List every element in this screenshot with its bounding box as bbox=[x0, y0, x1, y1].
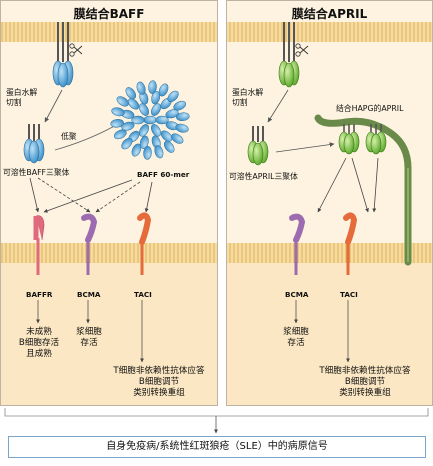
receptor-taci-label-left: TACI bbox=[134, 290, 152, 299]
baff-subunit bbox=[151, 103, 161, 116]
bcma-outcome-left: 浆细胞 存活 bbox=[76, 327, 102, 348]
bcma-outcome-right: 浆细胞 存活 bbox=[283, 327, 309, 348]
baff-subunit bbox=[136, 81, 146, 95]
bcma-receptor-right bbox=[289, 213, 306, 275]
baff-subunit bbox=[121, 121, 135, 131]
hspg-bound-april-label: 结合HAPG的APRIL bbox=[336, 104, 404, 113]
pathogenic-signal-box: 自身免疫病/系统性红斑狼疮（SLE）中的病原信号 bbox=[8, 436, 426, 458]
baff-subunit bbox=[139, 135, 149, 149]
receptor-taci-label-right: TACI bbox=[340, 290, 358, 299]
baff-subunit bbox=[148, 80, 157, 94]
april-cytoplasm bbox=[227, 263, 432, 405]
baff-cleavage-label: 蛋白水解 切割 bbox=[6, 88, 38, 107]
april-panel-title: 膜结合APRIL bbox=[291, 7, 368, 21]
baff-subunit bbox=[175, 123, 189, 133]
oligomerization-label: 低聚 bbox=[61, 132, 77, 141]
baff-top-membrane bbox=[1, 22, 217, 42]
april-cell-membrane bbox=[227, 243, 432, 263]
baff-subunit bbox=[165, 109, 179, 119]
soluble-baff-trimer-label: 可溶性BAFF三聚体 bbox=[3, 168, 70, 177]
soluble-april-trimer bbox=[247, 126, 269, 166]
scissors-icon bbox=[69, 43, 83, 57]
soluble-april-trimer-label: 可溶性APRIL三聚体 bbox=[229, 172, 298, 181]
baff-subunit bbox=[131, 115, 145, 125]
baff-subunit bbox=[151, 124, 161, 137]
baff-cytoplasm bbox=[1, 263, 217, 405]
taci-outcome-right: T细胞非依赖性抗体应答 B细胞调节 类别转换重组 bbox=[319, 366, 411, 398]
hspg-proteoglycan bbox=[314, 114, 412, 266]
baff-subunit bbox=[121, 137, 133, 150]
baff-subunit bbox=[163, 140, 175, 153]
hspg-bound-april-1 bbox=[338, 124, 360, 155]
receptor-bcma-label-left: BCMA bbox=[77, 290, 101, 299]
hspg-bound-april-2 bbox=[365, 124, 387, 155]
baff-subunit bbox=[154, 145, 164, 159]
baff-subunit bbox=[155, 115, 169, 125]
baff-subunit bbox=[176, 112, 190, 121]
soluble-baff-trimer bbox=[23, 124, 45, 164]
baff-subunit bbox=[131, 143, 142, 157]
april-cleavage-label: 蛋白水解 切割 bbox=[232, 88, 264, 107]
baff-subunit bbox=[143, 115, 157, 125]
taci-receptor-right bbox=[343, 212, 358, 275]
april-top-membrane bbox=[227, 22, 432, 42]
baffr-outcome: 未成熟 B细胞存活 且成熟 bbox=[18, 327, 60, 359]
baff-60mer-label: BAFF 60-mer bbox=[137, 170, 190, 179]
baff-subunit bbox=[158, 83, 169, 97]
baff-subunit bbox=[127, 98, 140, 110]
baff-subunit bbox=[160, 130, 173, 142]
baff-panel-title: 膜结合BAFF bbox=[73, 7, 145, 21]
baff-60mer-icon bbox=[110, 80, 190, 160]
baff-subunit bbox=[139, 124, 149, 137]
baff-subunit bbox=[151, 91, 161, 105]
taci-outcome-left: T细胞非依赖性抗体应答 B细胞调节 类别转换重组 bbox=[113, 366, 205, 398]
baffr-receptor bbox=[33, 215, 45, 275]
receptor-baffr-label: BAFFR bbox=[26, 290, 53, 299]
receptor-bcma-label-right: BCMA bbox=[285, 290, 309, 299]
taci-receptor-left bbox=[137, 212, 152, 275]
baff-subunit bbox=[113, 129, 127, 140]
baff-cell-membrane bbox=[1, 243, 217, 263]
baff-subunit bbox=[173, 100, 187, 111]
baff-subunit bbox=[111, 107, 125, 117]
baff-subunit bbox=[143, 146, 152, 160]
baff-subunit bbox=[167, 90, 179, 103]
scissors-icon bbox=[295, 43, 309, 57]
bcma-receptor-left bbox=[81, 213, 98, 275]
membrane-baff-trimer bbox=[52, 22, 74, 88]
baff-subunit bbox=[139, 103, 149, 116]
baff-subunit bbox=[116, 96, 129, 107]
membrane-april-trimer bbox=[278, 22, 300, 88]
baff-subunit bbox=[110, 119, 124, 128]
baff-subunit bbox=[171, 133, 184, 144]
baff-subunit bbox=[125, 87, 137, 100]
